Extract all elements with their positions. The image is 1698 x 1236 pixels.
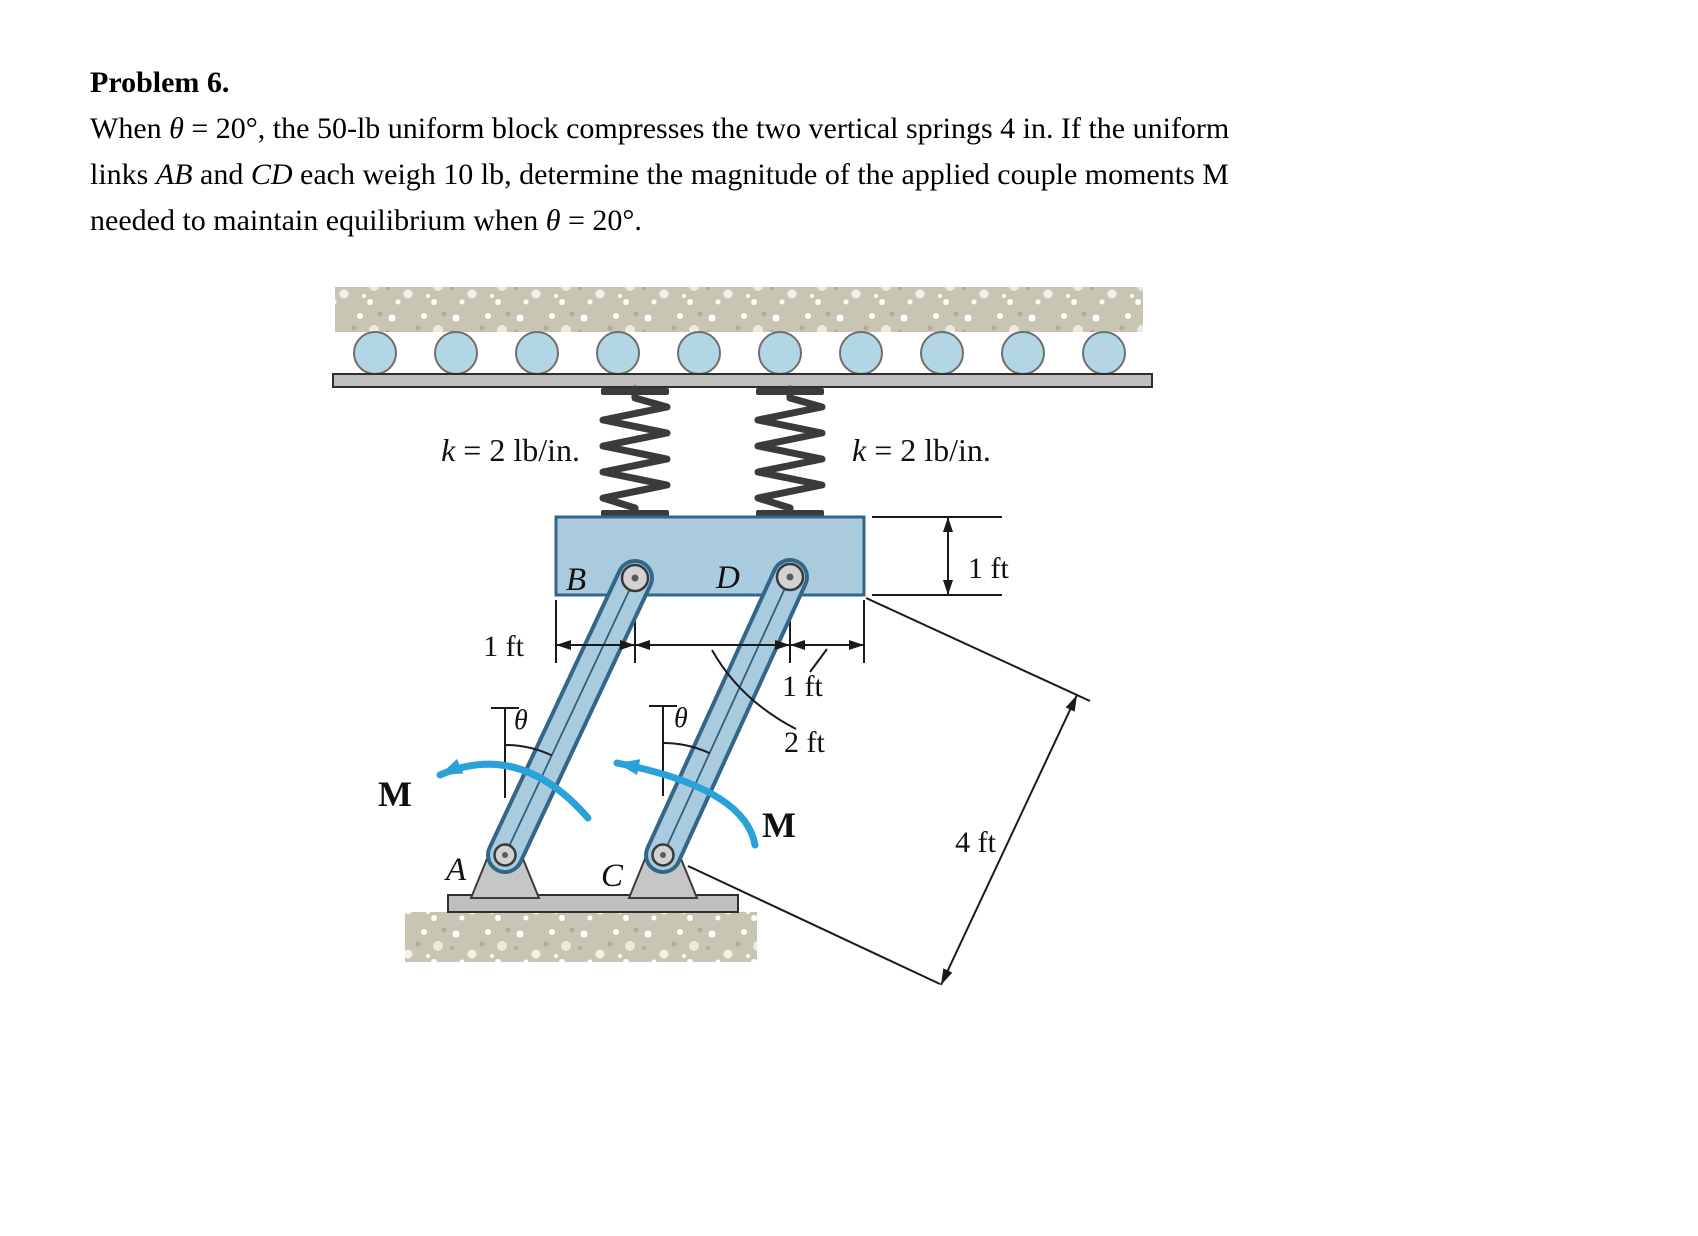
dim-label-left-offset: 1 ft <box>483 630 524 663</box>
springs <box>599 385 826 521</box>
problem-line-3: needed to maintain equilibrium when θ = … <box>90 198 1450 244</box>
dim-label-pin-spacing: 2 ft <box>784 726 825 759</box>
link-ab <box>486 559 654 874</box>
angle-marks: θ θ <box>491 703 710 798</box>
angle-arc <box>504 744 553 757</box>
arrowhead <box>775 640 790 650</box>
roller <box>353 331 397 375</box>
pin-d-center <box>786 573 794 581</box>
problem-line-2: links AB and CD each weigh 10 lb, determ… <box>90 152 1450 198</box>
arrowhead <box>943 517 953 532</box>
arrowhead <box>556 640 571 650</box>
spring-left-top-cap <box>601 388 669 395</box>
problem-line-1: When θ = 20°, the 50-lb uniform block co… <box>90 106 1450 152</box>
base-plate <box>447 894 739 913</box>
theta-label-ab: θ <box>514 705 528 736</box>
k-symbol: k <box>852 432 867 468</box>
arrowhead <box>635 640 650 650</box>
text-segment: = 20°, the 50-lb uniform block compresse… <box>183 112 1230 145</box>
label-point-c: C <box>601 858 624 894</box>
dim-label-link-length: 4 ft <box>955 826 996 859</box>
arrowhead <box>1065 695 1077 712</box>
dim-label-right-offset: 1 ft <box>782 670 823 703</box>
moment-label-right: M <box>762 805 796 845</box>
problem-statement: Problem 6. When θ = 20°, the 50-lb unifo… <box>90 60 1450 244</box>
link-cd <box>644 558 809 874</box>
spring-constant-label-left: k = 2 lb/in. <box>441 432 580 468</box>
uniform-block <box>554 515 866 597</box>
arrowhead <box>620 640 635 650</box>
roller-row <box>353 331 1126 375</box>
roller <box>1082 331 1126 375</box>
angle-arc <box>662 742 710 755</box>
theta-symbol: θ <box>169 112 184 145</box>
k-value: = 2 lb/in. <box>866 432 991 468</box>
arrowhead <box>790 640 805 650</box>
roller <box>758 331 802 375</box>
dim-label-block-height: 1 ft <box>968 552 1009 585</box>
label-point-a: A <box>444 852 467 888</box>
pin-a-center <box>502 852 508 858</box>
leader-line <box>711 649 797 730</box>
label-point-b: B <box>566 562 586 598</box>
text-segment: = 20°. <box>560 204 642 237</box>
text-segment: needed to maintain equilibrium when <box>90 204 546 237</box>
k-symbol: k <box>441 432 456 468</box>
link-length-dimension: 4 ft <box>687 597 1091 986</box>
pins <box>493 562 805 867</box>
upper-plate <box>332 373 1153 388</box>
roller <box>920 331 964 375</box>
text-segment: links <box>90 158 156 191</box>
arrowhead <box>849 640 864 650</box>
horizontal-dimensions: 1 ft 1 ft 2 ft <box>483 630 864 759</box>
text-segment: and <box>192 158 251 191</box>
spring-right-bottom-cap <box>756 510 824 517</box>
roller <box>677 331 721 375</box>
k-value: = 2 lb/in. <box>455 432 580 468</box>
link-cd-centerline <box>662 576 791 856</box>
arrowhead <box>941 968 953 985</box>
moment-label-left: M <box>378 774 412 814</box>
link-cd-name: CD <box>250 158 293 191</box>
spring-left-bottom-cap <box>601 510 669 517</box>
problem-title: Problem 6. <box>90 66 230 99</box>
moment-arrow-right <box>613 759 759 849</box>
roller <box>596 331 640 375</box>
spring-right-top-cap <box>756 388 824 395</box>
arrowhead <box>943 580 953 595</box>
theta-symbol: θ <box>545 204 561 237</box>
ground-texture <box>405 912 757 962</box>
leader-line <box>809 648 828 673</box>
moment-arrowhead-left <box>440 758 464 775</box>
ext-line <box>865 597 1091 702</box>
dim-line-diagonal <box>940 694 1078 986</box>
pin-b-center <box>631 574 639 582</box>
text-segment: each weigh 10 lb, determine the magnitud… <box>292 158 1229 191</box>
pin-c-center <box>660 852 666 858</box>
link-ab-centerline <box>504 577 636 856</box>
spring-left <box>599 385 671 521</box>
block-height-dimension: 1 ft <box>872 516 1009 596</box>
theta-label-cd: θ <box>674 703 688 734</box>
moment-arrowhead-right <box>617 759 641 776</box>
link-ab-name: AB <box>155 158 193 191</box>
roller <box>1001 331 1045 375</box>
roller <box>434 331 478 375</box>
spring-right <box>754 385 826 521</box>
text-segment: When <box>90 112 170 145</box>
spring-constant-label-right: k = 2 lb/in. <box>852 432 991 468</box>
ceiling-texture <box>335 287 1143 332</box>
roller <box>839 331 883 375</box>
label-point-d: D <box>715 560 740 596</box>
moment-arrows: M M <box>378 758 796 849</box>
roller <box>515 331 559 375</box>
ext-line <box>687 865 941 985</box>
